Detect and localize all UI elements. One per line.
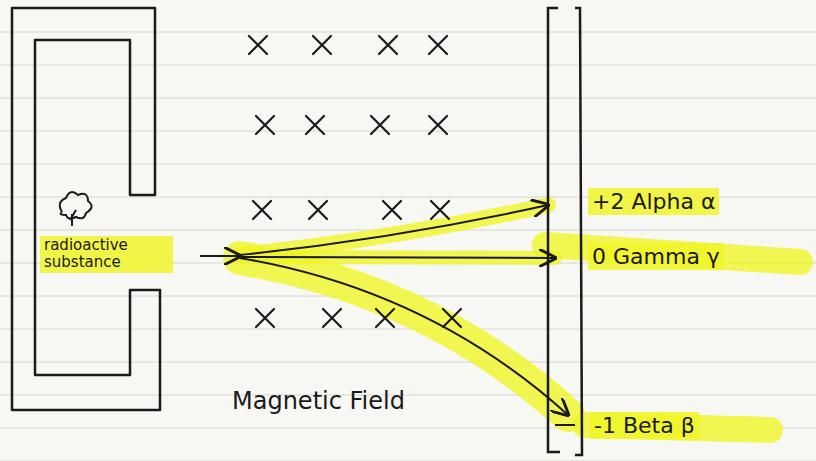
field-cross [429, 36, 447, 54]
field-cross [256, 309, 274, 327]
detector-screen [548, 8, 582, 455]
gamma-label: 0 Gamma γ [588, 243, 724, 270]
field-cross [431, 201, 449, 219]
field-cross [323, 309, 341, 327]
field-label: Magnetic Field [232, 388, 405, 416]
field-cross [306, 116, 324, 134]
beta-label: -1 Beta β [590, 412, 699, 439]
field-cross [383, 201, 401, 219]
field-cross [256, 116, 274, 134]
field-cross [379, 36, 397, 54]
field-cross [313, 36, 331, 54]
field-cross [376, 309, 394, 327]
field-cross [249, 36, 267, 54]
field-cross [443, 309, 461, 327]
field-cross [253, 201, 271, 219]
field-cross [429, 116, 447, 134]
radiation-paths [200, 205, 575, 425]
field-cross [371, 116, 389, 134]
field-cross [309, 201, 327, 219]
lead-block [12, 8, 160, 410]
source-label: radioactive substance [40, 236, 173, 273]
source-symbol [60, 192, 92, 226]
magnetic-field-crosses [249, 36, 461, 327]
alpha-label: +2 Alpha α [588, 188, 719, 215]
